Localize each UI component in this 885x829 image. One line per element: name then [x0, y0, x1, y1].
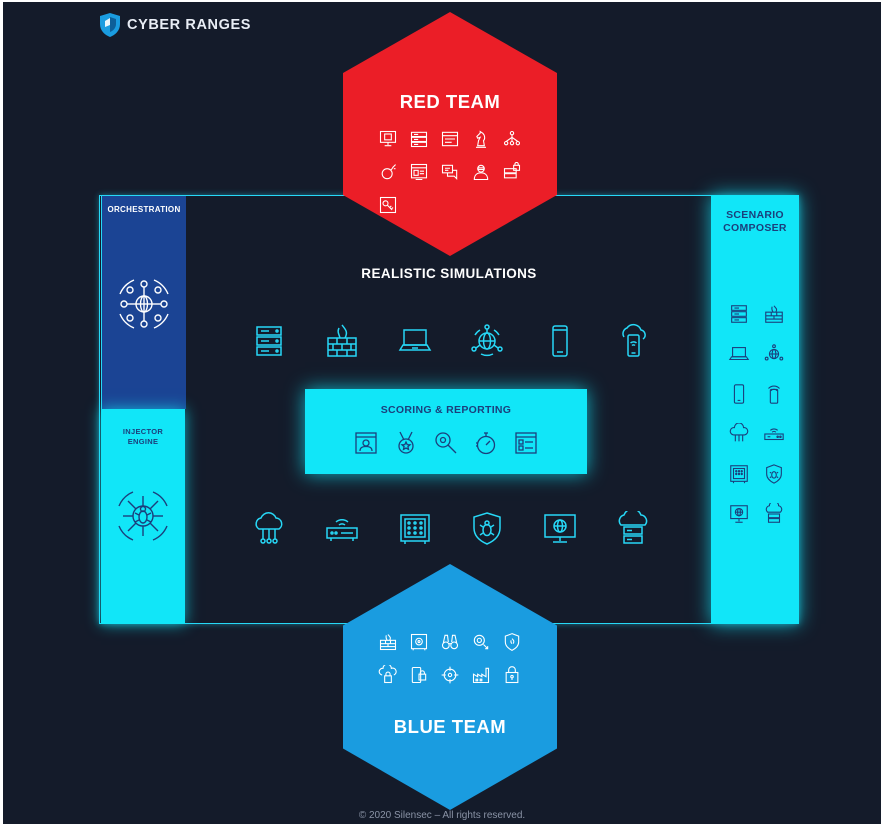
injector-label-line2: ENGINE	[127, 437, 159, 446]
vault-icon	[399, 514, 430, 544]
firewall-icon	[327, 324, 357, 357]
phone-wifi-icon	[767, 385, 780, 404]
red-team-icons	[372, 129, 528, 215]
globe-network-icon	[471, 324, 504, 357]
cloud-lock-icon	[378, 665, 397, 684]
blue-team-title: BLUE TEAM	[393, 716, 507, 737]
stopwatch-icon	[476, 432, 496, 455]
medal-icon	[398, 431, 414, 454]
scoring-icons	[353, 430, 539, 456]
shield-bug-icon	[473, 512, 502, 545]
server-rack-icon	[410, 131, 427, 148]
hierarchy-icon	[504, 130, 521, 146]
laptop-icon	[728, 347, 749, 361]
monitor-icon	[379, 130, 396, 147]
target-cursor-icon	[473, 634, 489, 650]
orchestration-panel: ORCHESTRATION	[101, 196, 186, 409]
phone-icon	[733, 384, 744, 404]
router-icon	[326, 518, 358, 541]
binoculars-icon	[441, 634, 459, 650]
cloud-network-icon	[255, 512, 283, 544]
brand-name: CYBER RANGES	[127, 17, 252, 33]
copyright-footer: © 2020 Silensec – All rights reserved.	[358, 810, 526, 821]
factory-icon	[473, 667, 490, 684]
cloud-network-icon	[729, 423, 748, 442]
cloud-server-icon	[765, 503, 782, 523]
scenario-label-line1: SCENARIO	[726, 209, 784, 221]
scoring-reporting-panel: SCORING & REPORTING	[305, 389, 587, 474]
injector-engine-panel: INJECTOR ENGINE	[101, 409, 185, 624]
crosshair-icon	[441, 666, 459, 684]
shield-bug-icon	[765, 464, 782, 484]
key-icon	[379, 196, 396, 214]
magnifier-icon	[435, 432, 457, 454]
injector-label-line1: INJECTOR	[122, 427, 164, 436]
lock-shield-icon	[506, 666, 519, 684]
monitor-globe-icon	[544, 514, 576, 543]
server-icon	[730, 305, 747, 323]
window-icon	[441, 131, 459, 147]
shield-icon	[505, 633, 520, 651]
red-team-title: RED TEAM	[399, 91, 501, 112]
server-icon	[256, 326, 282, 356]
scenario-label-line2: COMPOSER	[723, 222, 787, 234]
simulation-icons-bottom	[251, 511, 651, 547]
server-lock-icon	[504, 162, 521, 179]
simulation-icons-top	[251, 323, 651, 359]
hacker-icon	[473, 164, 489, 181]
report-icon	[515, 432, 537, 454]
firewall-icon	[764, 305, 783, 323]
scenario-composer-label: SCENARIO COMPOSER	[711, 209, 799, 235]
orchestration-label: ORCHESTRATION	[107, 205, 181, 214]
scenario-composer-icons	[721, 303, 791, 525]
chess-knight-icon	[476, 130, 487, 148]
phone-icon	[552, 325, 568, 357]
globe-network-icon	[764, 344, 783, 361]
brand-logo: CYBER RANGES	[99, 12, 251, 38]
cloud-server-icon	[618, 511, 648, 544]
monitor-globe-icon	[729, 505, 748, 523]
profile-window-icon	[355, 432, 377, 454]
laptop-icon	[398, 329, 431, 351]
firewall-icon	[379, 634, 396, 651]
blue-team-icons	[372, 632, 528, 685]
scoring-reporting-label: SCORING & REPORTING	[380, 404, 512, 416]
orchestration-hub-icon	[119, 279, 169, 329]
injector-engine-label: INJECTOR ENGINE	[101, 427, 185, 447]
realistic-simulations-title: REALISTIC SIMULATIONS	[361, 266, 537, 281]
chat-icon	[441, 164, 458, 180]
bomb-icon	[381, 164, 396, 180]
injector-bug-icon	[118, 491, 168, 541]
phone-lock-icon	[411, 666, 426, 684]
phone-wifi-icon	[622, 324, 646, 357]
vault-icon	[729, 465, 748, 484]
scenario-composer-panel: SCENARIO COMPOSER	[711, 195, 799, 624]
router-icon	[763, 428, 784, 441]
cyber-ranges-diagram: CYBER RANGES ORCHESTRATION INJECTOR ENGI…	[3, 2, 881, 824]
dashboard-icon	[410, 163, 427, 181]
shield-logo-icon	[100, 13, 120, 37]
vault-icon	[410, 633, 427, 651]
